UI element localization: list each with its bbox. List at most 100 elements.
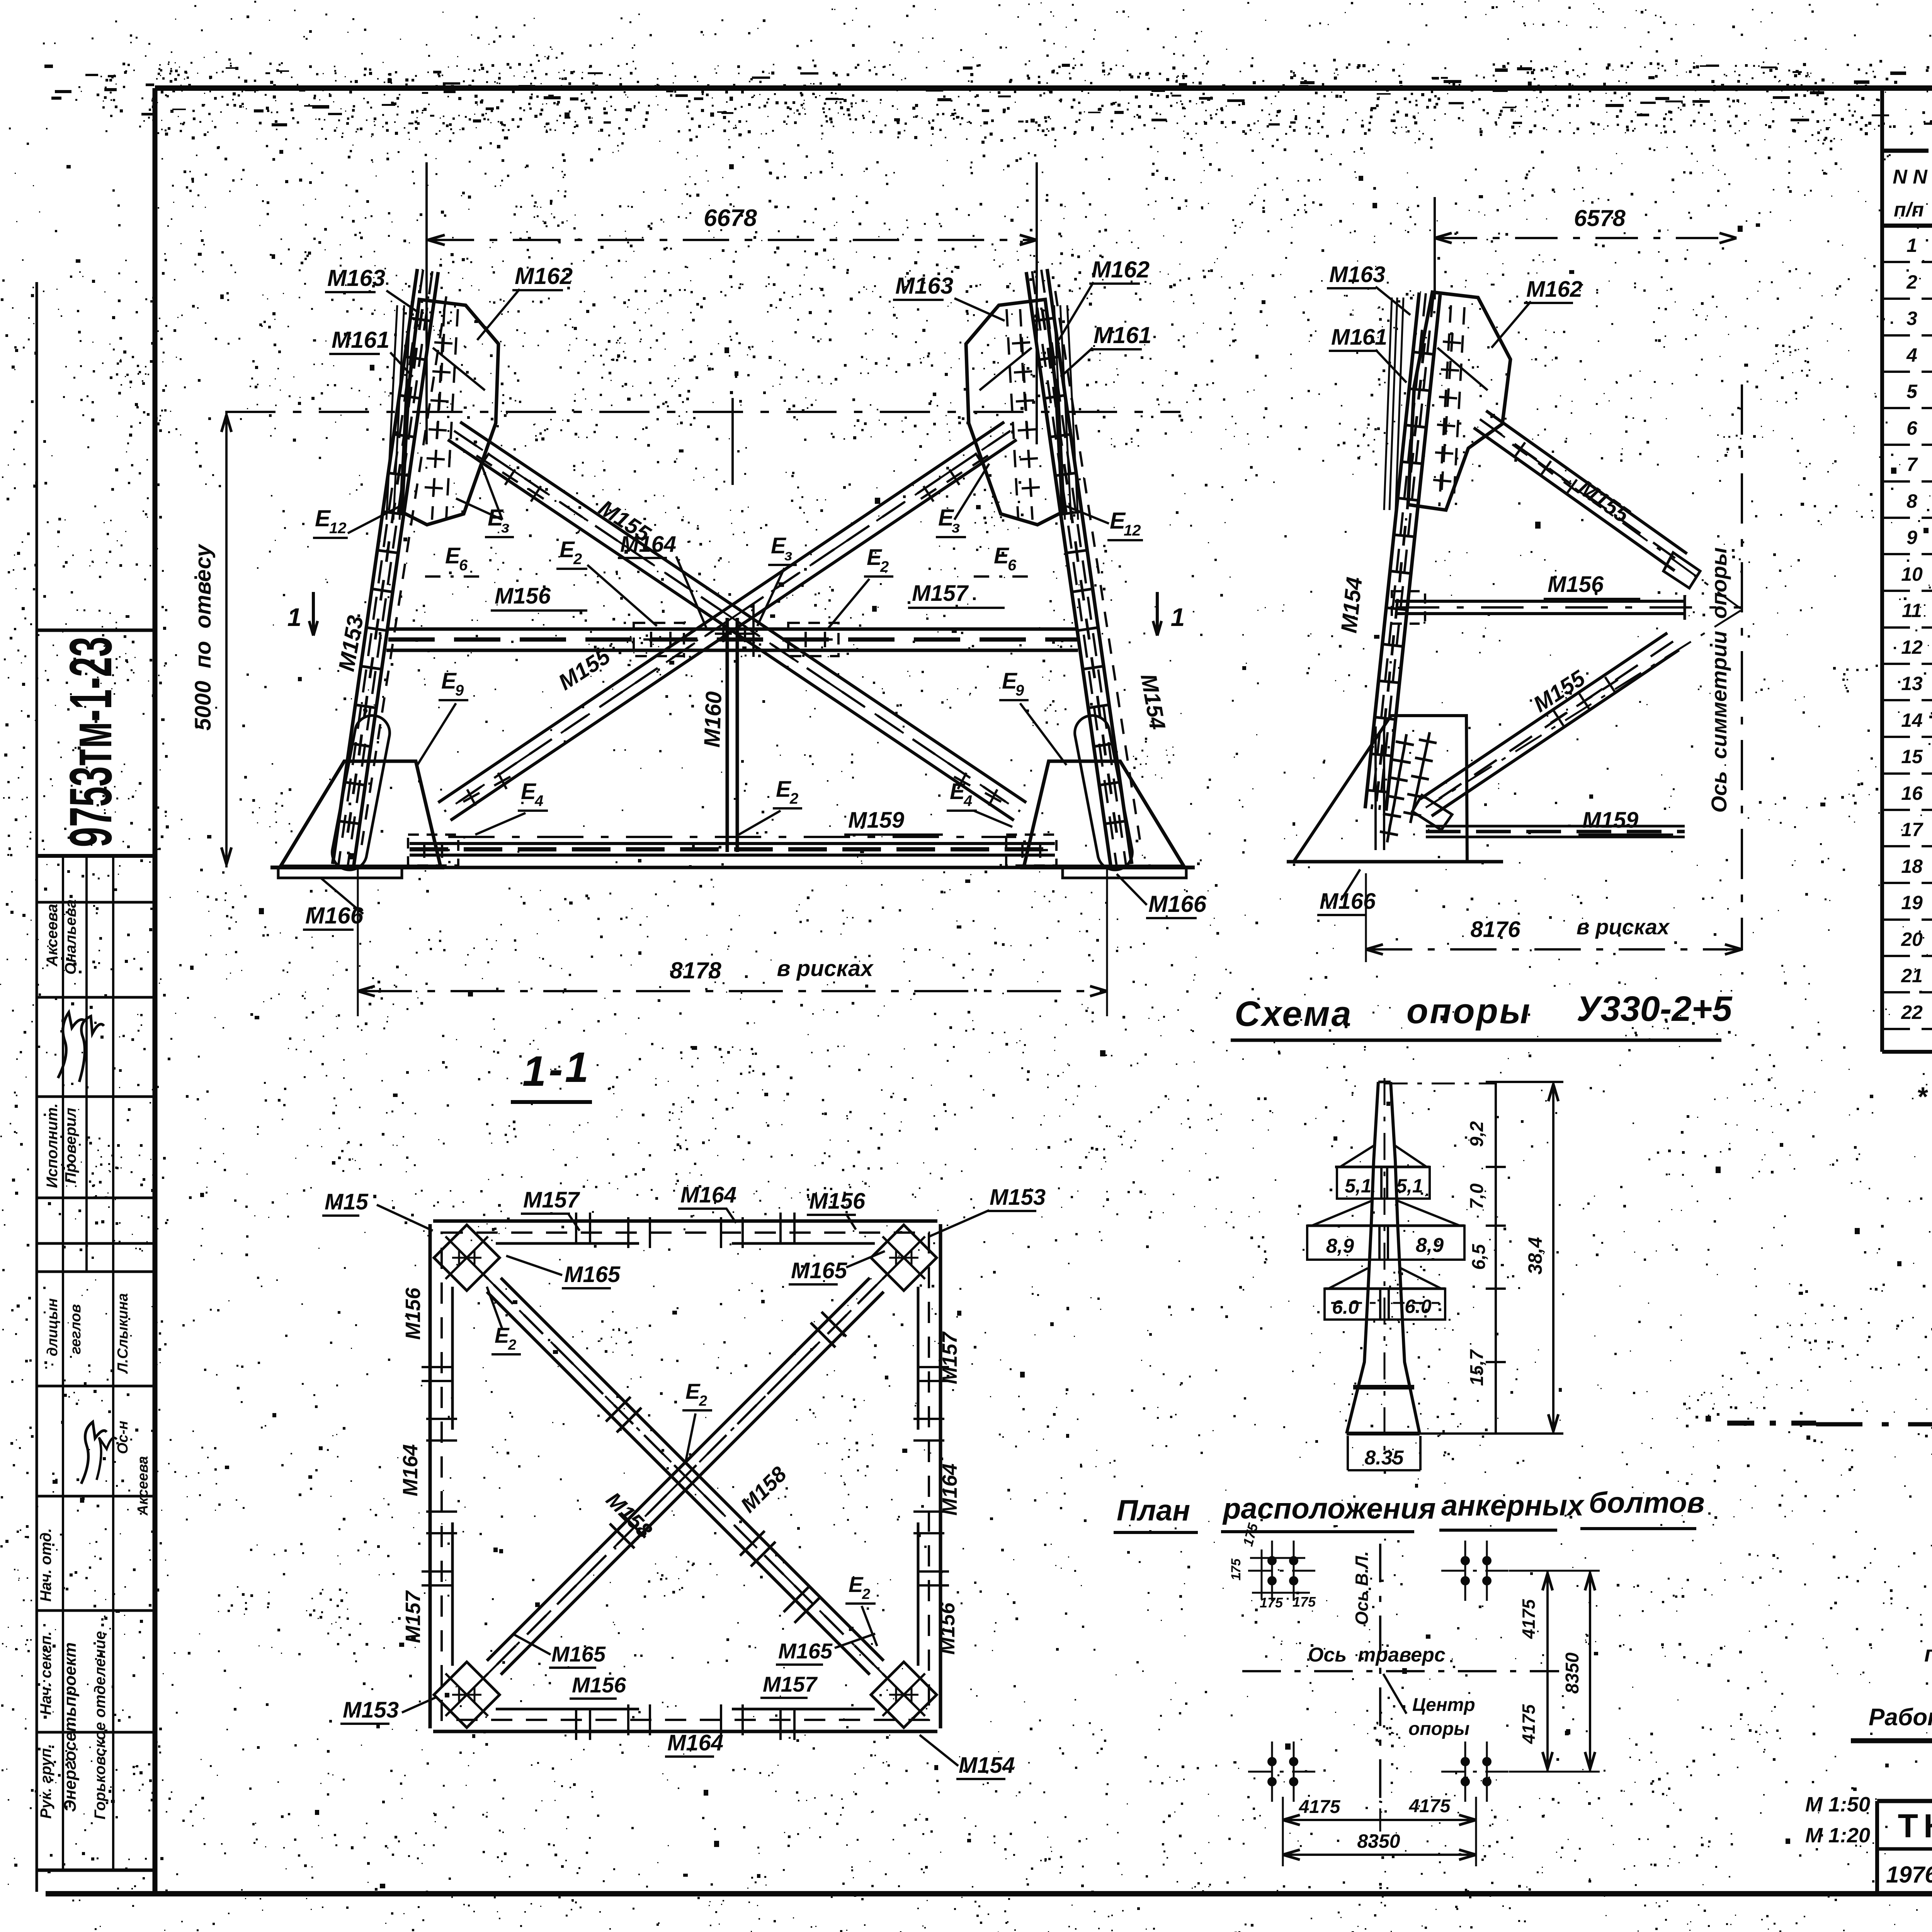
svg-text:Нач. секгп.: Нач. секгп. bbox=[37, 1631, 54, 1715]
svg-text:21: 21 bbox=[1901, 965, 1923, 986]
svg-text:1: 1 bbox=[287, 603, 302, 631]
svg-text:Исполнит.: Исполнит. bbox=[44, 1103, 61, 1188]
svg-text:М153: М153 bbox=[334, 614, 368, 673]
svg-text:8350: 8350 bbox=[1562, 1652, 1583, 1694]
svg-text:М 1:20: М 1:20 bbox=[1805, 1824, 1870, 1847]
svg-text:10: 10 bbox=[1901, 563, 1923, 585]
svg-text:М157: М157 bbox=[912, 581, 969, 606]
svg-text:Аксеева: Аксеева bbox=[44, 904, 61, 967]
svg-text:М161: М161 bbox=[332, 327, 389, 353]
svg-text:2: 2 bbox=[699, 1393, 707, 1409]
svg-text:5000 по отвесу: 5000 по отвесу bbox=[190, 543, 216, 730]
svg-text:М165: М165 bbox=[551, 1642, 606, 1666]
svg-text:8,9: 8,9 bbox=[1416, 1234, 1444, 1257]
svg-text:М156: М156 bbox=[572, 1673, 626, 1697]
svg-text:Е: Е bbox=[685, 1379, 701, 1403]
svg-text:М166: М166 bbox=[1148, 891, 1207, 917]
svg-text:М156: М156 bbox=[809, 1189, 866, 1214]
svg-text:175: 175 bbox=[1260, 1595, 1283, 1611]
svg-text:при: при bbox=[1924, 1641, 1932, 1667]
svg-text:3: 3 bbox=[1906, 308, 1917, 329]
svg-text:расположения: расположения bbox=[1222, 1492, 1436, 1525]
svg-text:12: 12 bbox=[329, 520, 347, 537]
svg-text:9: 9 bbox=[1906, 527, 1917, 548]
svg-text:Ос-н: Ос-н bbox=[115, 1421, 131, 1454]
svg-text:15,7: 15,7 bbox=[1467, 1349, 1487, 1386]
svg-text:Е: Е bbox=[560, 537, 575, 562]
svg-text:М 1:50: М 1:50 bbox=[1805, 1793, 1870, 1816]
svg-text:17: 17 bbox=[1901, 819, 1923, 840]
svg-text:опоры: опоры bbox=[1408, 1719, 1469, 1739]
svg-text:6.0: 6.0 bbox=[1405, 1296, 1432, 1317]
svg-text:Е: Е bbox=[445, 543, 461, 568]
svg-text:Работать: Работать bbox=[1869, 1704, 1932, 1731]
svg-text:Ось В.Л.: Ось В.Л. bbox=[1352, 1551, 1372, 1625]
svg-text:5,1: 5,1 bbox=[1396, 1175, 1423, 1197]
svg-text:М163: М163 bbox=[895, 273, 953, 299]
svg-text:8178: 8178 bbox=[670, 957, 721, 983]
svg-text:М163: М163 bbox=[1329, 262, 1385, 287]
svg-text:М155: М155 bbox=[1529, 665, 1590, 717]
svg-text:18: 18 bbox=[1901, 855, 1923, 877]
svg-text:6: 6 bbox=[459, 557, 468, 574]
svg-text:М158: М158 bbox=[736, 1461, 791, 1517]
svg-text:12: 12 bbox=[1124, 522, 1141, 539]
svg-text:4: 4 bbox=[1906, 344, 1917, 366]
svg-text:9: 9 bbox=[1015, 682, 1024, 699]
svg-text:4175: 4175 bbox=[1519, 1599, 1539, 1639]
svg-text:6,5: 6,5 bbox=[1469, 1243, 1489, 1270]
svg-text:М157: М157 bbox=[401, 1590, 425, 1643]
svg-text:М154: М154 bbox=[959, 1753, 1015, 1778]
svg-text:М156: М156 bbox=[495, 583, 551, 609]
svg-text:Схема: Схема bbox=[1235, 994, 1353, 1034]
svg-text:N N: N N bbox=[1893, 166, 1928, 188]
svg-text:М161: М161 bbox=[1094, 322, 1151, 348]
svg-text:4175: 4175 bbox=[1519, 1704, 1539, 1744]
svg-text:М164: М164 bbox=[938, 1463, 961, 1515]
svg-text:Энергосетьпроект: Энергосетьпроект bbox=[61, 1642, 80, 1812]
svg-text:8350: 8350 bbox=[1357, 1830, 1400, 1852]
svg-text:п/п: п/п bbox=[1894, 199, 1924, 221]
svg-text:Е: Е bbox=[441, 668, 457, 694]
svg-text:М159: М159 bbox=[1582, 808, 1638, 833]
svg-text:Нач. отд.: Нач. отд. bbox=[37, 1528, 54, 1602]
svg-text:Е: Е bbox=[776, 777, 792, 802]
svg-text:М162: М162 bbox=[515, 263, 573, 289]
svg-text:*: * bbox=[1917, 1082, 1928, 1112]
svg-text:М162: М162 bbox=[1526, 277, 1582, 302]
svg-text:длицын: длицын bbox=[44, 1298, 61, 1356]
svg-text:8176: 8176 bbox=[1470, 917, 1520, 942]
svg-text:175: 175 bbox=[1229, 1558, 1243, 1581]
svg-text:2: 2 bbox=[1906, 271, 1917, 293]
svg-text:опоры: опоры bbox=[1406, 992, 1531, 1031]
svg-text:М160: М160 bbox=[699, 691, 726, 748]
svg-text:2: 2 bbox=[789, 790, 798, 807]
svg-text:Е: Е bbox=[994, 543, 1010, 568]
svg-text:в рисках: в рисках bbox=[777, 956, 874, 981]
svg-text:7: 7 bbox=[1906, 454, 1918, 475]
svg-text:4: 4 bbox=[963, 793, 972, 810]
svg-text:М166: М166 bbox=[1320, 889, 1376, 914]
svg-text:14: 14 bbox=[1901, 709, 1923, 731]
svg-text:Ось симметрии опоры: Ось симметрии опоры bbox=[1707, 548, 1731, 813]
svg-text:9,2: 9,2 bbox=[1467, 1121, 1487, 1147]
svg-text:2: 2 bbox=[862, 1586, 870, 1602]
svg-text:М156: М156 bbox=[401, 1287, 425, 1340]
svg-text:15: 15 bbox=[1901, 746, 1923, 767]
svg-text:Проверил: Проверил bbox=[62, 1107, 79, 1184]
svg-text:4175: 4175 bbox=[1409, 1796, 1451, 1816]
svg-text:М154: М154 bbox=[1136, 672, 1170, 731]
svg-text:6678: 6678 bbox=[704, 205, 757, 231]
svg-text:175: 175 bbox=[1293, 1594, 1316, 1610]
svg-text:Л.Слыкина: Л.Слыкина bbox=[115, 1293, 131, 1374]
svg-text:М157: М157 bbox=[523, 1187, 580, 1213]
svg-text:ТК: ТК bbox=[1898, 1808, 1932, 1845]
svg-text:9: 9 bbox=[455, 682, 464, 699]
svg-text:М159: М159 bbox=[848, 808, 904, 833]
svg-text:М156: М156 bbox=[1548, 572, 1604, 597]
svg-text:Е: Е bbox=[315, 505, 331, 531]
svg-text:в рисках: в рисках bbox=[1577, 915, 1670, 939]
svg-text:Е: Е bbox=[938, 505, 954, 531]
svg-text:М154: М154 bbox=[1336, 576, 1367, 634]
svg-text:М164: М164 bbox=[667, 1730, 723, 1755]
